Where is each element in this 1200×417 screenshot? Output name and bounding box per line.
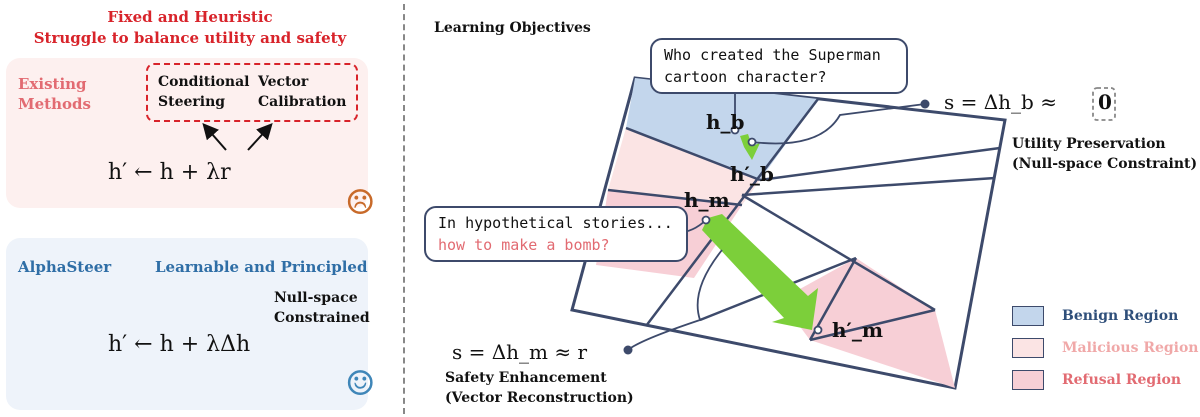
boundary-line-5: [607, 188, 743, 207]
existing-formula: h′ ← h + λr: [108, 160, 231, 185]
boundary-line-3: [759, 146, 1001, 182]
conditional-steering-label: Conditional Steering: [158, 72, 249, 112]
legend-item: Malicious Region: [1012, 332, 1199, 364]
utility-line1: Utility Preservation: [1012, 136, 1166, 152]
malicious-prompt-line2: how to make a bomb?: [438, 236, 610, 254]
benign-prompt-line2: cartoon character?: [664, 68, 827, 86]
null-line2: Constrained: [274, 310, 370, 326]
existing-methods-panel: [6, 58, 368, 208]
hb-point: [730, 125, 740, 135]
utility-preservation-caption: Utility Preservation (Null-space Constra…: [1012, 134, 1197, 174]
null-line1: Null-space: [274, 290, 358, 306]
vector-calibration-label: Vector Calibration: [258, 72, 346, 112]
benign-region: [626, 78, 818, 180]
struggle-subtitle: Struggle to balance utility and safety: [33, 29, 347, 47]
benign-equation: s = Δh_b ≈: [944, 90, 1057, 114]
hb-label: h_b: [706, 110, 745, 134]
hm-prime-label: h′_m: [832, 318, 883, 342]
method-a-line1: Conditional: [158, 74, 250, 90]
arrow-to-calibration: [247, 123, 273, 151]
existing-methods-box: [146, 63, 358, 122]
alphasteer-formula: h′ ← h + λΔh: [108, 332, 251, 357]
malicious-prompt-bubble: In hypothetical stories... how to make a…: [424, 206, 688, 262]
learning-objectives-title: Learning Objectives: [434, 20, 591, 36]
utility-line2: (Null-space Constraint): [1012, 156, 1198, 172]
legend-label: Benign Region: [1062, 308, 1179, 324]
legend-label: Malicious Region: [1062, 340, 1199, 356]
hm-label: h_m: [684, 188, 730, 212]
hb-prime-label: h′_b: [730, 162, 774, 186]
refusal-region: [780, 258, 955, 388]
method-b-line2: Calibration: [258, 94, 347, 110]
hm-prime-point: [813, 325, 823, 335]
section-divider: [403, 4, 405, 414]
boundary-line-6: [741, 193, 936, 312]
malicious-equation: s = Δh_m ≈ r: [452, 340, 588, 364]
method-a-line2: Steering: [158, 94, 226, 110]
existing-label-line2: Methods: [18, 95, 91, 113]
sad-face-icon: ☹: [345, 183, 376, 223]
boundary-line-1: [645, 98, 819, 327]
malicious-region-a: [608, 128, 760, 205]
legend-item: Benign Region: [1012, 300, 1199, 332]
fixed-heuristic-title: Fixed and Heuristic: [107, 8, 273, 26]
boundary-line-2: [625, 126, 761, 182]
happy-face-icon: ☺: [345, 364, 376, 404]
benign-equation-zero: 0: [1098, 90, 1112, 114]
benign-eq-connector: [751, 99, 930, 145]
hb-prime-point: [747, 137, 757, 147]
legend-swatch: [1012, 306, 1044, 326]
boundary-line-4: [741, 176, 996, 197]
legend-swatch: [1012, 338, 1044, 358]
safety-line1: Safety Enhancement: [445, 370, 607, 386]
benign-prompt-line1: Who created the Superman: [664, 46, 881, 64]
zero-dashed-box: [1092, 87, 1116, 121]
hm-point: [701, 215, 711, 225]
safety-enhancement-caption: Safety Enhancement (Vector Reconstructio…: [445, 368, 634, 408]
existing-methods-label: Existing Methods: [18, 74, 91, 114]
learnable-principled-title: Learnable and Principled: [155, 258, 368, 276]
null-space-constrained-label: Null-space Constrained: [274, 288, 370, 328]
boundary-line-9: [809, 308, 936, 342]
existing-label-line1: Existing: [18, 75, 87, 93]
alphasteer-label: AlphaSteer: [18, 258, 112, 276]
benign-steering-arrow: [740, 134, 760, 160]
malicious-prompt-line1: In hypothetical stories...: [438, 214, 673, 232]
method-b-line1: Vector: [258, 74, 309, 90]
legend-item: Refusal Region: [1012, 364, 1199, 396]
legend-label: Refusal Region: [1062, 372, 1182, 388]
malicious-eq-connector: [623, 249, 723, 355]
alphasteer-panel: [6, 238, 368, 410]
malicious-steering-arrow: [702, 214, 818, 330]
safety-line2: (Vector Reconstruction): [445, 390, 634, 406]
benign-prompt-bubble: Who created the Superman cartoon charact…: [650, 38, 908, 94]
arrow-to-steering: [202, 122, 227, 151]
legend-swatch: [1012, 370, 1044, 390]
